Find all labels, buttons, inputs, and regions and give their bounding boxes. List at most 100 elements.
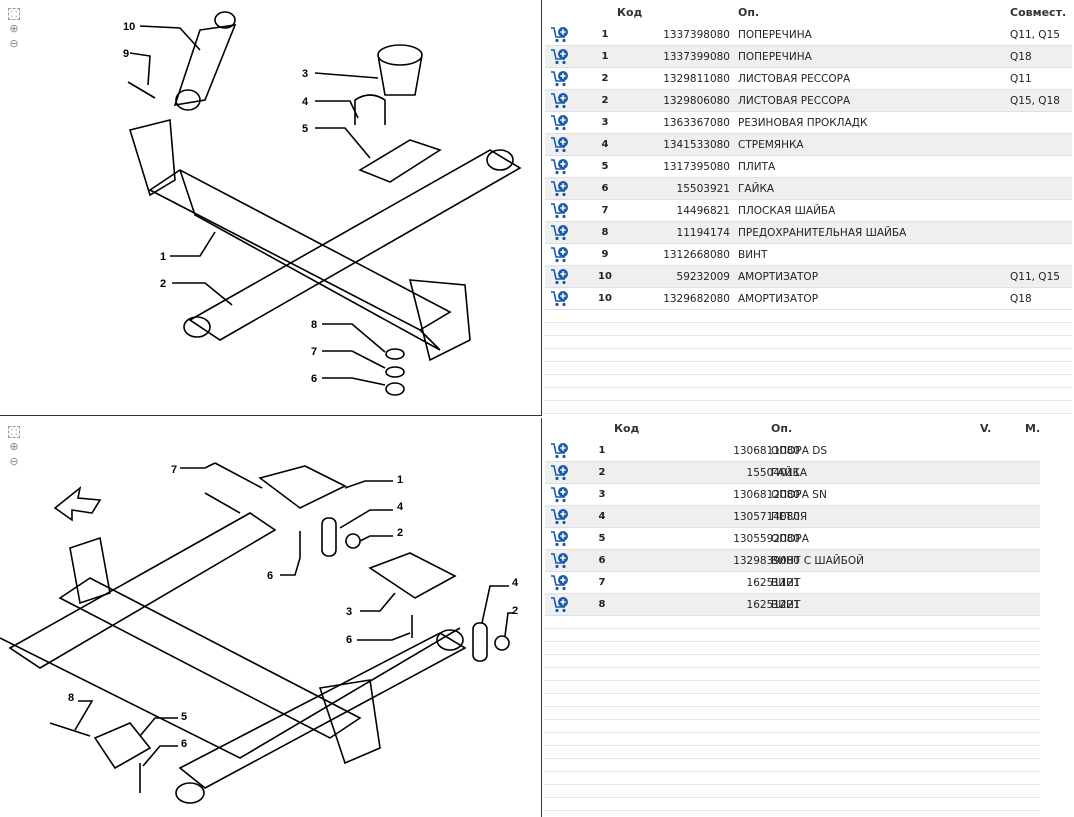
- diagram-label: 2: [397, 527, 403, 539]
- position-cell: 2: [601, 95, 609, 106]
- description-cell: ПОПЕРЕЧИНА: [738, 51, 812, 63]
- position-cell: 9: [601, 249, 609, 260]
- add-to-cart-icon[interactable]: [550, 508, 570, 526]
- header-description: Оп.: [771, 422, 793, 435]
- empty-row: [545, 616, 1040, 629]
- position-cell: 10: [598, 293, 612, 304]
- add-to-cart-icon[interactable]: [550, 114, 570, 132]
- position-cell: 4: [598, 511, 606, 522]
- empty-row: [545, 642, 1040, 655]
- zoom-out-icon[interactable]: ⊖: [9, 37, 19, 50]
- add-to-cart-icon[interactable]: [550, 290, 570, 308]
- empty-row: [545, 629, 1040, 642]
- add-to-cart-icon[interactable]: [550, 180, 570, 198]
- position-cell: 1: [601, 29, 609, 40]
- add-to-cart-icon[interactable]: [550, 574, 570, 592]
- diagram-label: 1: [160, 251, 166, 263]
- add-to-cart-icon[interactable]: [550, 530, 570, 548]
- empty-row: [545, 759, 1040, 772]
- fit-page-icon[interactable]: ⛶: [8, 8, 20, 20]
- code-cell: 1312668080: [663, 249, 730, 261]
- top-diagram-panel: ⛶ ⊕ ⊖: [0, 0, 542, 416]
- description-cell: ПЛОСКАЯ ШАЙБА: [738, 205, 836, 217]
- add-to-cart-icon[interactable]: [550, 596, 570, 614]
- position-cell: 7: [601, 205, 609, 216]
- add-to-cart-icon[interactable]: [550, 464, 570, 482]
- spring-eye-left: [183, 316, 211, 338]
- position-cell: 1: [598, 445, 606, 456]
- add-to-cart-icon[interactable]: [550, 202, 570, 220]
- empty-row: [545, 655, 1040, 668]
- position-cell: 6: [598, 555, 606, 566]
- add-to-cart-icon[interactable]: [550, 26, 570, 44]
- add-to-cart-icon[interactable]: [550, 136, 570, 154]
- u-bolt-shape: [354, 94, 386, 125]
- diagram-label: 2: [512, 605, 518, 617]
- empty-row: [545, 746, 1040, 759]
- description-cell: ВИНТ: [771, 599, 801, 611]
- add-to-cart-icon[interactable]: [550, 486, 570, 504]
- code-cell: 16251221: [746, 599, 800, 611]
- flat-washer-shape: [385, 366, 405, 378]
- header-v: V.: [980, 422, 992, 435]
- compat-cell: Q15, Q18: [1010, 95, 1060, 107]
- diagram-label: 5: [181, 711, 187, 723]
- empty-row: [545, 362, 1072, 375]
- position-cell: 3: [598, 489, 606, 500]
- code-cell: 1341533080: [663, 139, 730, 151]
- add-to-cart-icon[interactable]: [550, 158, 570, 176]
- header-m: M.: [1025, 422, 1041, 435]
- add-to-cart-icon[interactable]: [550, 92, 570, 110]
- add-to-cart-icon[interactable]: [550, 552, 570, 570]
- header-description: Оп.: [738, 6, 760, 19]
- diagram-label: 10: [123, 21, 135, 33]
- description-cell: АМОРТИЗАТОР: [738, 293, 819, 305]
- zoom-in-icon[interactable]: ⊕: [9, 22, 19, 35]
- description-cell: ВИНТ: [771, 577, 801, 589]
- zoom-toolbar: ⛶ ⊕ ⊖: [8, 8, 22, 53]
- add-to-cart-icon[interactable]: [550, 268, 570, 286]
- diagram-label: 6: [311, 373, 317, 385]
- description-cell: АМОРТИЗАТОР: [738, 271, 819, 283]
- diagram-label: 3: [302, 68, 308, 80]
- empty-row: [545, 668, 1040, 681]
- bracket-left: [128, 118, 176, 197]
- table-header: Код Оп. Совмест.: [545, 0, 1072, 24]
- description-cell: ОПОРА: [771, 533, 809, 545]
- description-cell: ВИНТ С ШАЙБОЙ: [771, 555, 864, 567]
- code-cell: 1329839080: [733, 555, 800, 567]
- add-to-cart-icon[interactable]: [550, 48, 570, 66]
- add-to-cart-icon[interactable]: [550, 70, 570, 88]
- table-header: Код Оп. V. M.: [545, 416, 1040, 440]
- diagram-label: 7: [311, 346, 317, 358]
- screw-shape: [127, 81, 156, 99]
- header-code: Код: [614, 422, 640, 435]
- zoom-out-icon[interactable]: ⊖: [9, 455, 19, 468]
- description-cell: РЕЗИНОВАЯ ПРОКЛАДК: [738, 117, 868, 129]
- empty-row: [545, 720, 1040, 733]
- code-cell: 1306812080: [733, 489, 800, 501]
- fit-page-icon[interactable]: ⛶: [8, 426, 20, 438]
- diagram-label: 2: [160, 278, 166, 290]
- add-to-cart-icon[interactable]: [550, 224, 570, 242]
- diagram-label: 8: [68, 692, 74, 704]
- description-cell: ПЕТЛЯ: [771, 511, 808, 523]
- description-cell: ГАЙКА: [738, 183, 775, 195]
- diagram-label: 1: [397, 474, 403, 486]
- description-cell: ЛИСТОВАЯ РЕССОРА: [738, 95, 851, 107]
- add-to-cart-icon[interactable]: [550, 442, 570, 460]
- zoom-in-icon[interactable]: ⊕: [9, 440, 19, 453]
- suspension-diagram-bottom: 7 1 4 2 6 3 6 4 2 8 5 6: [0, 462, 519, 804]
- add-to-cart-icon[interactable]: [550, 246, 570, 264]
